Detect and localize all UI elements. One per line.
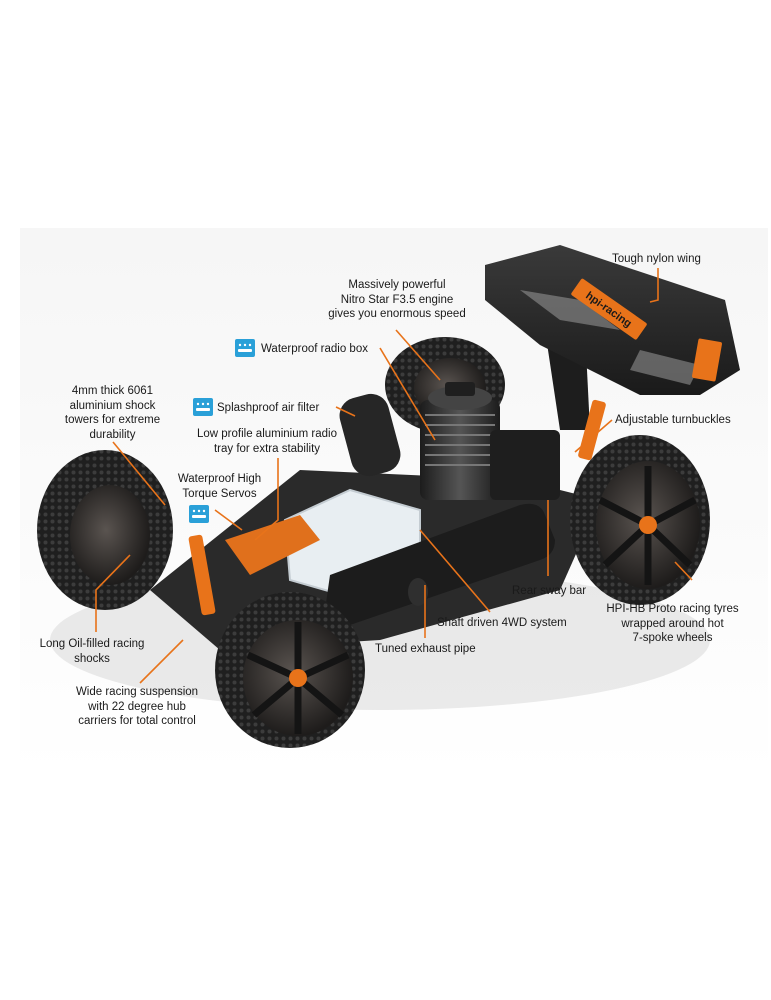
label-radio-tray-line-1: Low profile aluminium radio (197, 428, 337, 440)
waterproof-badge-icon (235, 339, 255, 357)
leader-shaft (419, 529, 491, 613)
rear-right-wheel (570, 435, 710, 605)
label-shock-towers-line-2: aluminium shock (69, 399, 156, 412)
leader-air-filter (335, 406, 356, 417)
label-suspension-line-2: with 22 degree hub (88, 700, 186, 713)
leader-turnbuckles (574, 419, 613, 453)
label-tyres: HPI-HB Proto racing tyres wrapped around… (590, 602, 755, 646)
label-engine-line-2: Nitro Star F3.5 engine (340, 293, 454, 306)
waterproof-badge-icon (189, 505, 209, 523)
label-racing-shocks: Long Oil-filled racing shocks (28, 637, 156, 666)
label-radio-tray-line-2: tray for extra stability (213, 442, 321, 455)
label-adjustable-turnbuckles: Adjustable turnbuckles (615, 414, 731, 426)
rear-shock (578, 399, 606, 461)
label-shock-towers-line-1: 4mm thick 6061 (71, 385, 154, 397)
callout-lines (95, 268, 693, 684)
label-servos-line-1: Waterproof High (177, 473, 262, 485)
label-servos-line-2: Torque Servos (182, 487, 257, 500)
radio-box (490, 430, 560, 500)
front-left-wheel (37, 450, 173, 610)
leader-shocks (95, 554, 131, 632)
label-tyres-line-2: wrapped around hot (621, 617, 724, 630)
exhaust-pipe (325, 503, 555, 626)
label-engine-line-1: Massively powerful (348, 279, 446, 291)
label-tough-nylon-wing: Tough nylon wing (612, 253, 701, 265)
leader-shock-towers (112, 441, 166, 506)
label-engine-line-3: gives you enormous speed (328, 308, 466, 320)
leader-engine (395, 329, 441, 381)
rear-wing: hpi-racing (485, 245, 740, 395)
leader-radio-tray (254, 458, 279, 541)
engine (420, 382, 500, 500)
waterproof-badge-icon (193, 398, 213, 416)
label-suspension-line-1: Wide racing suspension (75, 686, 199, 698)
leader-radio-box (379, 347, 436, 441)
label-radio-tray: Low profile aluminium radio tray for ext… (172, 427, 362, 456)
label-racing-shocks-line-2: shocks (74, 652, 110, 665)
label-shock-towers-line-3: towers for extreme (64, 414, 161, 426)
label-shaft-driven: Shaft driven 4WD system (437, 617, 567, 629)
label-rear-sway-bar: Rear sway bar (512, 585, 587, 597)
label-engine: Massively powerful Nitro Star F3.5 engin… (322, 278, 472, 322)
label-tuned-exhaust: Tuned exhaust pipe (375, 643, 476, 655)
label-racing-shocks-line-1: Long Oil-filled racing (39, 638, 145, 650)
leader-servos (214, 509, 243, 531)
leader-suspension (139, 639, 184, 684)
label-splashproof-air-filter: Splashproof air filter (217, 402, 320, 414)
label-shock-towers-line-4: durability (89, 428, 136, 441)
front-right-wheel (215, 592, 365, 748)
radio-tray (225, 515, 320, 575)
label-tyres-line-1: HPI-HB Proto racing tyres (606, 603, 739, 615)
label-suspension-line-3: carriers for total control (78, 715, 196, 727)
label-tyres-line-3: 7-spoke wheels (632, 632, 713, 644)
leader-wing (649, 268, 659, 303)
label-shock-towers: 4mm thick 6061 aluminium shock towers fo… (50, 384, 175, 442)
label-suspension: Wide racing suspension with 22 degree hu… (62, 685, 212, 729)
air-filter (339, 393, 401, 477)
leader-tyres (674, 561, 693, 581)
label-waterproof-radio-box: Waterproof radio box (261, 343, 368, 355)
label-servos: Waterproof High Torque Servos (162, 472, 277, 501)
